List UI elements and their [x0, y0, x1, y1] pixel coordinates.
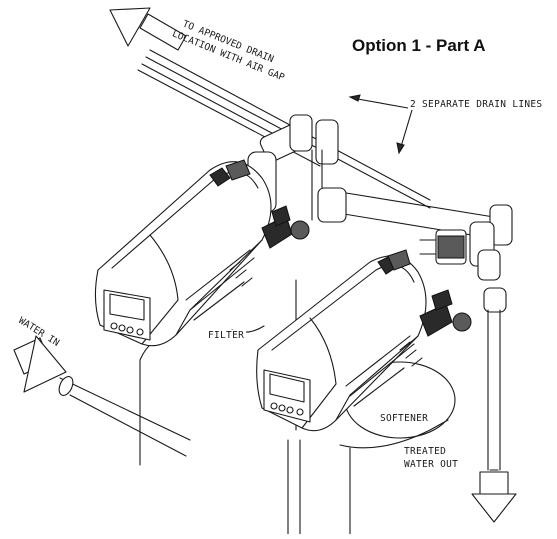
drain-leader-arrows — [348, 94, 413, 155]
water-in-arrow-icon — [13, 335, 67, 393]
filter-valve-head — [94, 161, 272, 347]
drain-arrow-icon — [109, 7, 187, 51]
treated-water-out-arrow-icon — [471, 471, 517, 523]
softener-tank — [287, 361, 456, 535]
filter-label: FILTER — [206, 330, 247, 341]
softener-bypass-pipes — [419, 204, 513, 471]
treated-label-line1: TREATED — [404, 446, 447, 457]
drain-label: TO APPROVED DRAIN LOCATION WITH AIR GAP — [170, 19, 286, 84]
filter-valve-connectors — [225, 159, 310, 287]
page-title: Option 1 - Part A — [352, 36, 486, 55]
softener-valve-head — [256, 255, 427, 432]
softener-valve-connectors — [387, 249, 472, 367]
softener-label: SOFTENER — [378, 413, 431, 424]
water-in-pipe — [58, 376, 191, 457]
separate-drain-lines-label: 2 SEPARATE DRAIN LINES — [408, 99, 545, 110]
treated-label-line2: WATER OUT — [404, 459, 459, 470]
